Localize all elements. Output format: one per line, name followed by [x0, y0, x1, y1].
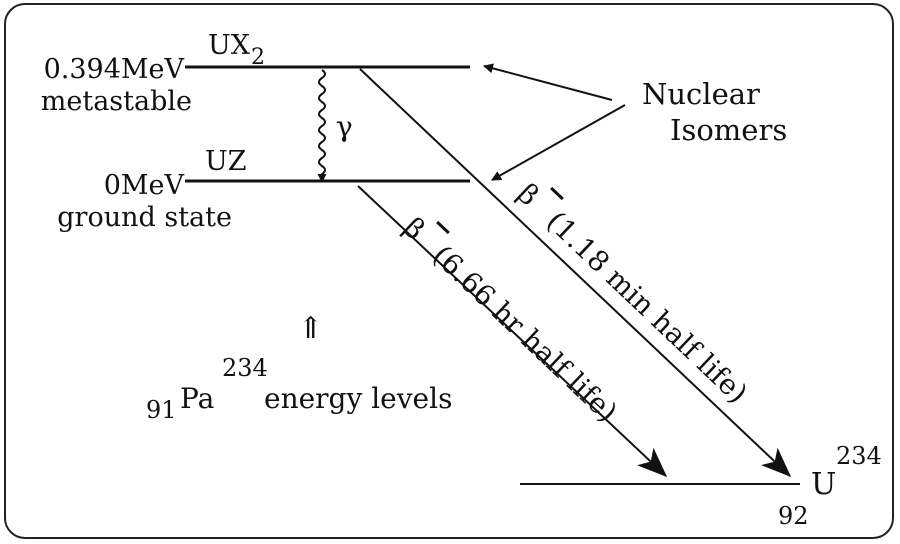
beta-decay-arrow-upper: [359, 68, 792, 478]
daughter-atomic-number: 92: [778, 502, 809, 530]
parent-symbol: Pa: [180, 382, 214, 415]
beta-decay-arrow-lower: [357, 185, 668, 478]
isomers-label-line1: Nuclear: [642, 77, 760, 111]
gamma-symbol: γ: [336, 110, 353, 143]
upper-state-label: metastable: [41, 86, 192, 117]
isomer-pointer-lower: [491, 104, 626, 181]
lower-state-label: ground state: [57, 202, 232, 233]
beta-minus-bar-lower: [436, 220, 450, 235]
beta-symbol-upper: β: [511, 177, 545, 212]
isomer-pointer-upper: [483, 63, 613, 101]
beta-minus-bar-upper: [550, 186, 564, 201]
gamma-wavy-arrow: [317, 69, 327, 183]
parent-energy-levels-text: energy levels: [264, 382, 452, 415]
parent-atomic-number: 91: [146, 396, 177, 424]
frame-border: [4, 3, 894, 539]
upper-level-name: UX: [208, 30, 251, 61]
up-double-arrow-icon: ⇑: [298, 311, 323, 346]
lower-energy-label: 0MeV: [104, 170, 185, 201]
isomers-label-line2: Isomers: [670, 113, 787, 147]
lower-level-name: UZ: [205, 146, 247, 177]
upper-energy-label: 0.394MeV: [44, 54, 185, 85]
daughter-symbol: U: [811, 467, 836, 502]
parent-mass-number: 234: [222, 354, 268, 382]
daughter-mass-number: 234: [836, 442, 882, 470]
upper-level-subscript: 2: [251, 45, 265, 70]
beta-symbol-lower: β: [397, 211, 431, 246]
